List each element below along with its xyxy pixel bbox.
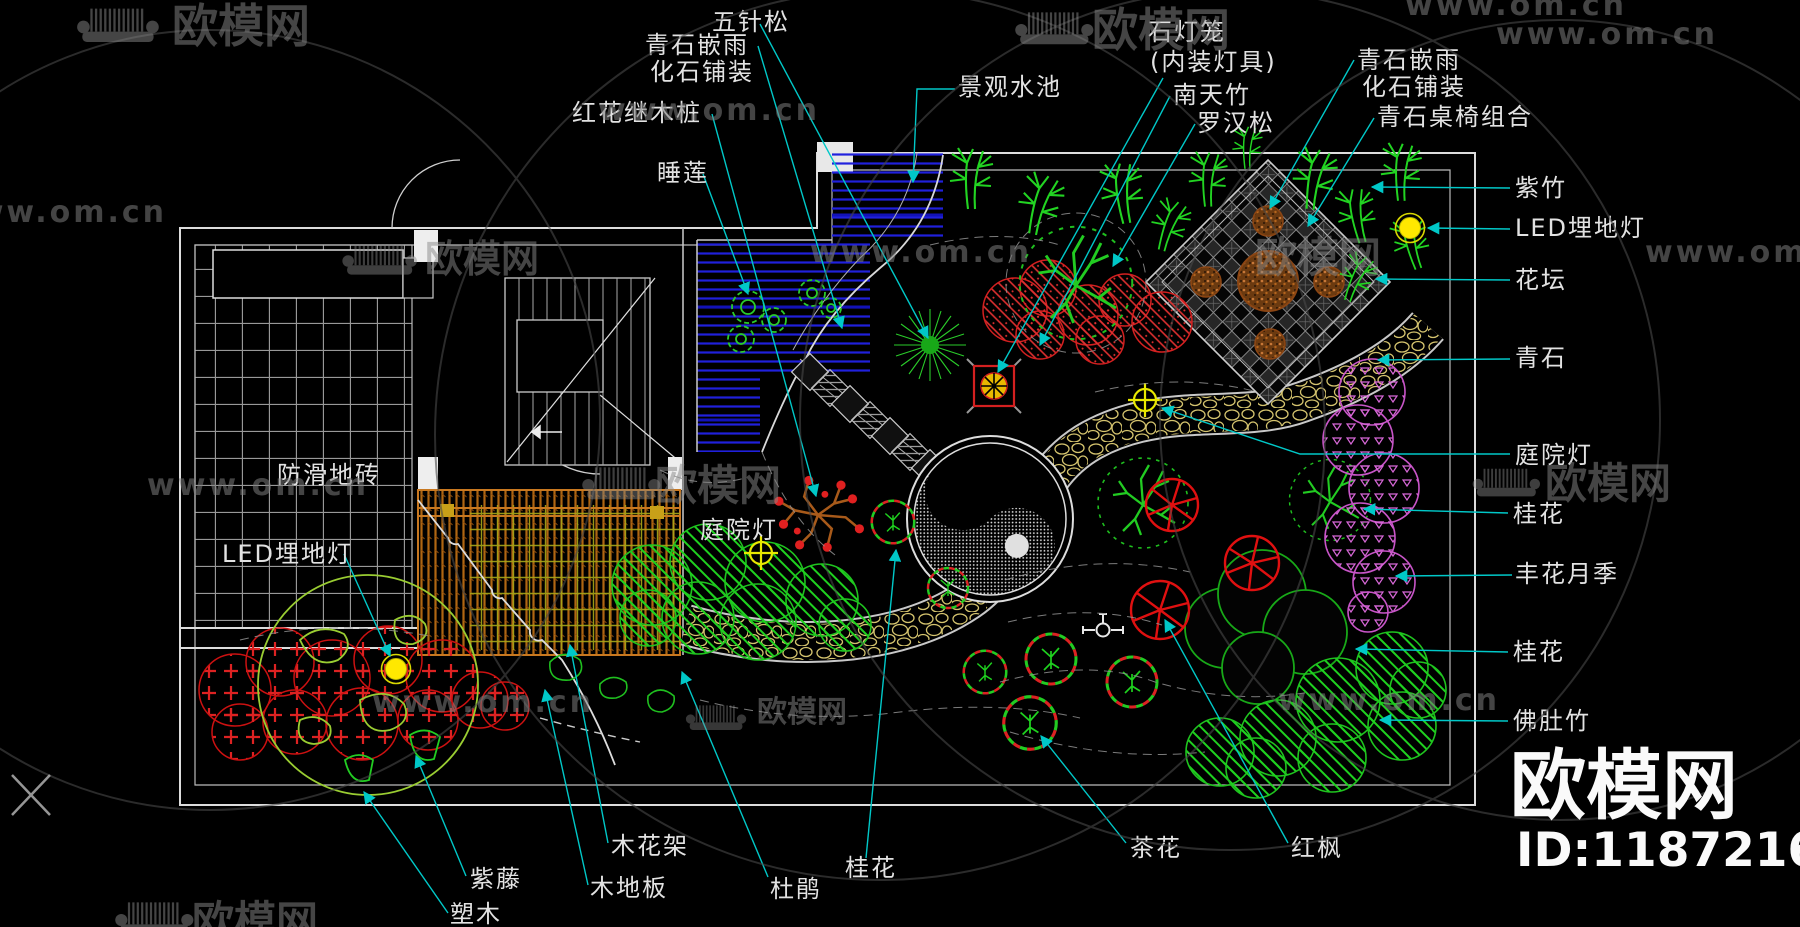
watermark-site-name: 欧模网 <box>425 237 539 281</box>
watermark-site-name: 欧模网 <box>172 0 310 53</box>
label-azalea: 杜鹃 <box>770 875 822 903</box>
five-needle-pine-tree <box>893 308 967 382</box>
label-wood-pergola: 木花架 <box>611 832 689 860</box>
label-stone-lantern-1: 石灯笼 <box>1148 18 1226 46</box>
label-plastic-wood: 塑木 <box>450 900 502 927</box>
watermark-url: www.om.cn <box>147 468 369 503</box>
camellia-tree <box>962 649 1008 695</box>
label-courtyard-light-right: 庭院灯 <box>1515 441 1593 469</box>
label-luohan-pine: 罗汉松 <box>1197 109 1275 137</box>
label-wood-floor: 木地板 <box>590 874 668 902</box>
anti-slip-tile-floor <box>194 244 413 629</box>
yin-yang-terrace <box>906 435 1074 603</box>
watermark-url: www.om.cn <box>0 195 167 230</box>
label-paving-left-2: 化石铺装 <box>650 58 754 86</box>
osmanthus-cloud <box>1184 549 1348 705</box>
camellia-tree <box>1024 632 1078 686</box>
sprinkler-symbol <box>1082 613 1124 638</box>
label-paving-right-2: 化石铺装 <box>1362 73 1466 101</box>
site-branding: 欧模网 ID:1187216 <box>1510 741 1800 878</box>
label-red-maple: 红枫 <box>1291 834 1343 862</box>
label-buddha-belly-bamboo: 佛肚竹 <box>1513 707 1591 735</box>
watermark-url: www.om.cn <box>1405 0 1627 23</box>
watermark-site-name: 欧模网 <box>192 897 318 927</box>
watermark-url: www.om.cn <box>372 685 594 720</box>
loropetalum-tree <box>773 474 866 554</box>
watermark-url: www.om.cn <box>1645 235 1800 270</box>
corner-x-mark <box>11 774 51 816</box>
bluestone-plaza <box>1144 158 1392 406</box>
label-anti-slip-tile: 防滑地砖 <box>277 461 381 489</box>
label-purple-bamboo: 紫竹 <box>1515 174 1567 202</box>
label-five-needle-pine: 五针松 <box>712 8 790 36</box>
bluestone-path <box>680 311 1444 663</box>
label-stone-lantern-2: (内装灯具) <box>1150 48 1277 76</box>
contour-lines <box>239 236 1311 755</box>
watermark-site-name: 欧模网 <box>1255 233 1381 282</box>
model-id-text: ID:1187216 <box>1516 823 1800 878</box>
label-osmanthus-bottom: 桂花 <box>845 854 897 882</box>
led-ground-light-symbol <box>380 653 412 685</box>
label-camellia: 茶花 <box>1130 834 1182 862</box>
label-paving-left-1: 青石嵌雨 <box>645 31 749 59</box>
staircase <box>504 277 681 466</box>
watermark-circles <box>0 0 1800 881</box>
camellia-tree <box>1002 695 1058 751</box>
watermark-site-name: 欧模网 <box>1545 459 1671 508</box>
led-ground-light-symbol <box>1394 212 1426 244</box>
watermark-site-name: 欧模网 <box>1092 3 1230 57</box>
label-stone-table-set: 青石桌椅组合 <box>1377 103 1533 131</box>
ground-cover <box>549 653 676 713</box>
camellia-tree <box>1105 655 1159 709</box>
red-maple-trees <box>1129 477 1281 641</box>
watermark-url: www.om.cn <box>1278 683 1500 718</box>
site-logo-text: 欧模网 <box>1510 741 1738 830</box>
watermark-url: www.om.cn <box>598 93 820 128</box>
leader-lines <box>343 23 1513 914</box>
label-led-light-left: LED埋地灯 <box>222 540 353 568</box>
label-water-lily: 睡莲 <box>657 159 709 187</box>
label-led-light-right: LED埋地灯 <box>1515 214 1646 242</box>
watermark-url: www.om.cn <box>1496 17 1718 52</box>
label-osmanthus-2: 桂花 <box>1513 638 1565 666</box>
watermark-site-name: 欧模网 <box>757 695 847 730</box>
label-floribunda-rose: 丰花月季 <box>1515 560 1619 588</box>
label-flower-bed: 花坛 <box>1515 266 1567 294</box>
osmanthus-tree <box>1096 456 1190 550</box>
stone-lantern <box>966 358 1022 414</box>
water-pool <box>696 152 944 453</box>
azalea-shrubs <box>611 523 872 661</box>
label-bluestone: 青石 <box>1515 344 1567 372</box>
watermark-site-name: 欧模网 <box>655 461 781 510</box>
red-flower-bed <box>198 625 530 761</box>
label-loropetalum: 红花继木桩 <box>572 99 702 127</box>
label-wisteria: 紫藤 <box>470 865 522 893</box>
building <box>181 142 853 655</box>
label-courtyard-light-center: 庭院灯 <box>700 516 778 544</box>
label-landscape-pool: 景观水池 <box>958 73 1062 101</box>
stone-table-and-stools <box>1190 205 1345 360</box>
annotation-labels: 五针松 青石嵌雨 化石铺装 红花继木桩 睡莲 景观水池 石灯笼 (内装灯具) 南… <box>222 8 1646 927</box>
label-nandina: 南天竹 <box>1173 81 1251 109</box>
label-osmanthus-1: 桂花 <box>1513 500 1565 528</box>
watermark-url: www.om.cn <box>810 235 1032 270</box>
